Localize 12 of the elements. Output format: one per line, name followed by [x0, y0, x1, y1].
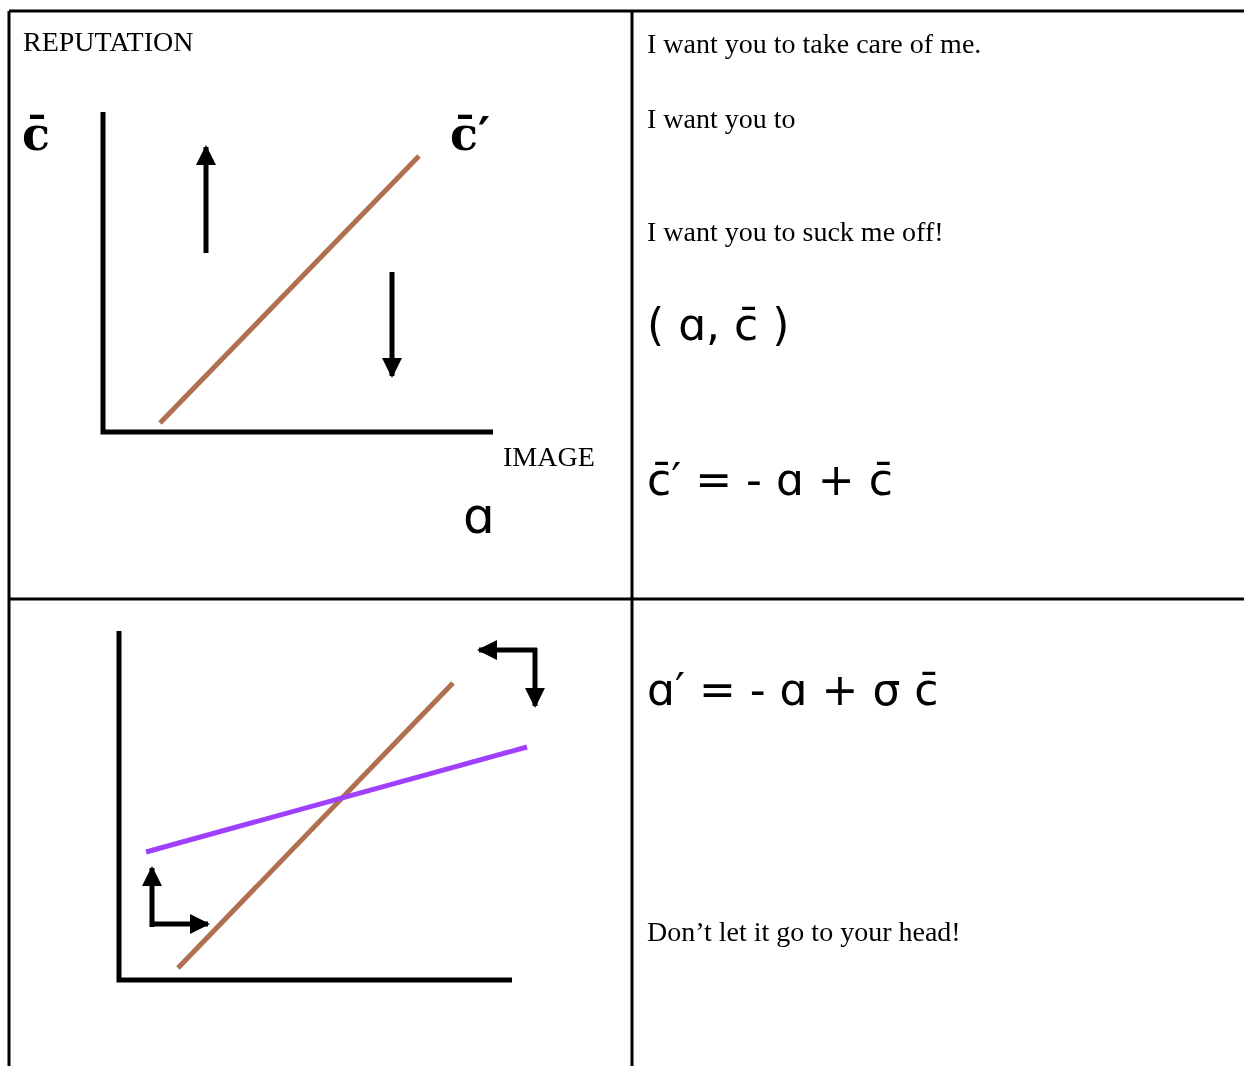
body-text: Don’t let it go to your head! [647, 916, 961, 949]
equation: ɑ′ = - ɑ + σ c̄ [647, 665, 939, 716]
line-symbol: c̄′ [450, 108, 491, 161]
body-text: I want you to suck me off! [647, 216, 944, 249]
axis-symbol: c̄ [22, 108, 50, 161]
body-text: I want you to take care of me. [647, 28, 982, 61]
axis-title: IMAGE [503, 441, 595, 474]
axis-title: REPUTATION [23, 26, 194, 59]
body-text: I want you to [647, 103, 796, 136]
axis-symbol: ɑ [463, 488, 495, 546]
equation: c̄′ = - ɑ + c̄ [647, 455, 893, 506]
equation: ( ɑ, c̄ ) [647, 300, 790, 351]
